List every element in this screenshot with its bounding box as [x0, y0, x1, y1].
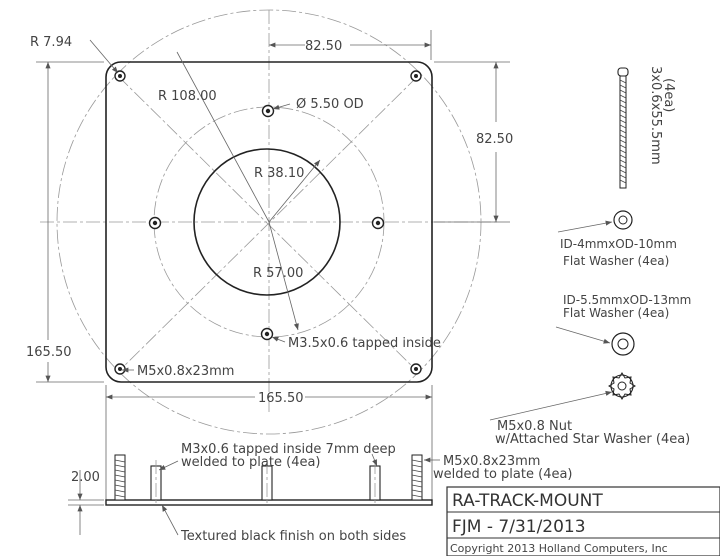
- hardware-parts: 3x0.6x55.5mm (4ea) ID-4mmxOD-10mm Flat W…: [489, 66, 691, 447]
- label-nut-line1: M5x0.8 Nut: [497, 419, 572, 434]
- note-stud-line1: M5x0.8x23mm: [443, 454, 540, 469]
- title-block: RA-TRACK-MOUNT FJM - 7/31/2013 Copyright…: [446, 486, 720, 556]
- dim-plate-thickness: 2.00: [71, 470, 100, 485]
- side-view: M3x0.6 tapped inside 7mm deep welded to …: [68, 442, 573, 544]
- dim-outer-radius: R 108.00: [158, 89, 217, 104]
- note-standoff-line2: welded to plate (4ea): [181, 455, 321, 470]
- label-large-washer-line1: ID-5.5mmxOD-13mm: [563, 293, 691, 307]
- dim-center-hole-radius: R 38.10: [254, 166, 304, 181]
- label-small-washer-line1: ID-4mmxOD-10mm: [560, 237, 677, 251]
- dim-top-width: 82.50: [305, 39, 342, 54]
- corner-holes: [114, 70, 422, 375]
- side-stud-right: [411, 454, 423, 501]
- dim-left-height: 165.50: [26, 345, 72, 360]
- bolt-circle-holes: [148, 104, 385, 341]
- star-nut: [608, 372, 636, 400]
- dim-hole-od: Ø 5.50 OD: [296, 97, 364, 112]
- label-small-washer-line2: Flat Washer (4ea): [563, 254, 669, 268]
- side-stud-left: [114, 454, 126, 501]
- dim-right-height: 82.50: [476, 132, 513, 147]
- title-author-date: FJM - 7/31/2013: [452, 517, 586, 537]
- dim-bolt-circle-radius: R 57.00: [253, 266, 303, 281]
- title-part-name: RA-TRACK-MOUNT: [452, 491, 603, 511]
- diagonal-centerline-2: [117, 75, 419, 373]
- label-screw-line2: (4ea): [661, 78, 676, 112]
- note-finish: Textured black finish on both sides: [180, 529, 406, 544]
- note-standoff-line1: M3x0.6 tapped inside 7mm deep: [181, 442, 396, 457]
- side-plate: [105, 499, 433, 506]
- screw-drawing: [617, 67, 629, 189]
- dim-corner-radius: R 7.94: [30, 35, 72, 50]
- label-nut-line2: w/Attached Star Washer (4ea): [495, 432, 690, 447]
- label-large-washer-line2: Flat Washer (4ea): [563, 306, 669, 320]
- center-hole: [193, 148, 341, 296]
- title-copyright: Copyright 2013 Holland Computers, Inc: [450, 542, 668, 555]
- dim-bottom-width: 165.50: [258, 391, 304, 406]
- label-screw-line1: 3x0.6x55.5mm: [648, 66, 663, 165]
- note-bolt-top: M5x0.8x23mm: [137, 364, 234, 379]
- top-view: R 7.94 82.50 82.50 R 108.00 Ø 5.50 OD R …: [26, 9, 513, 500]
- note-stud-line2: welded to plate (4ea): [433, 467, 573, 482]
- note-tapped-inside: M3.5x0.6 tapped inside: [288, 336, 441, 351]
- plate-outline: [105, 61, 433, 383]
